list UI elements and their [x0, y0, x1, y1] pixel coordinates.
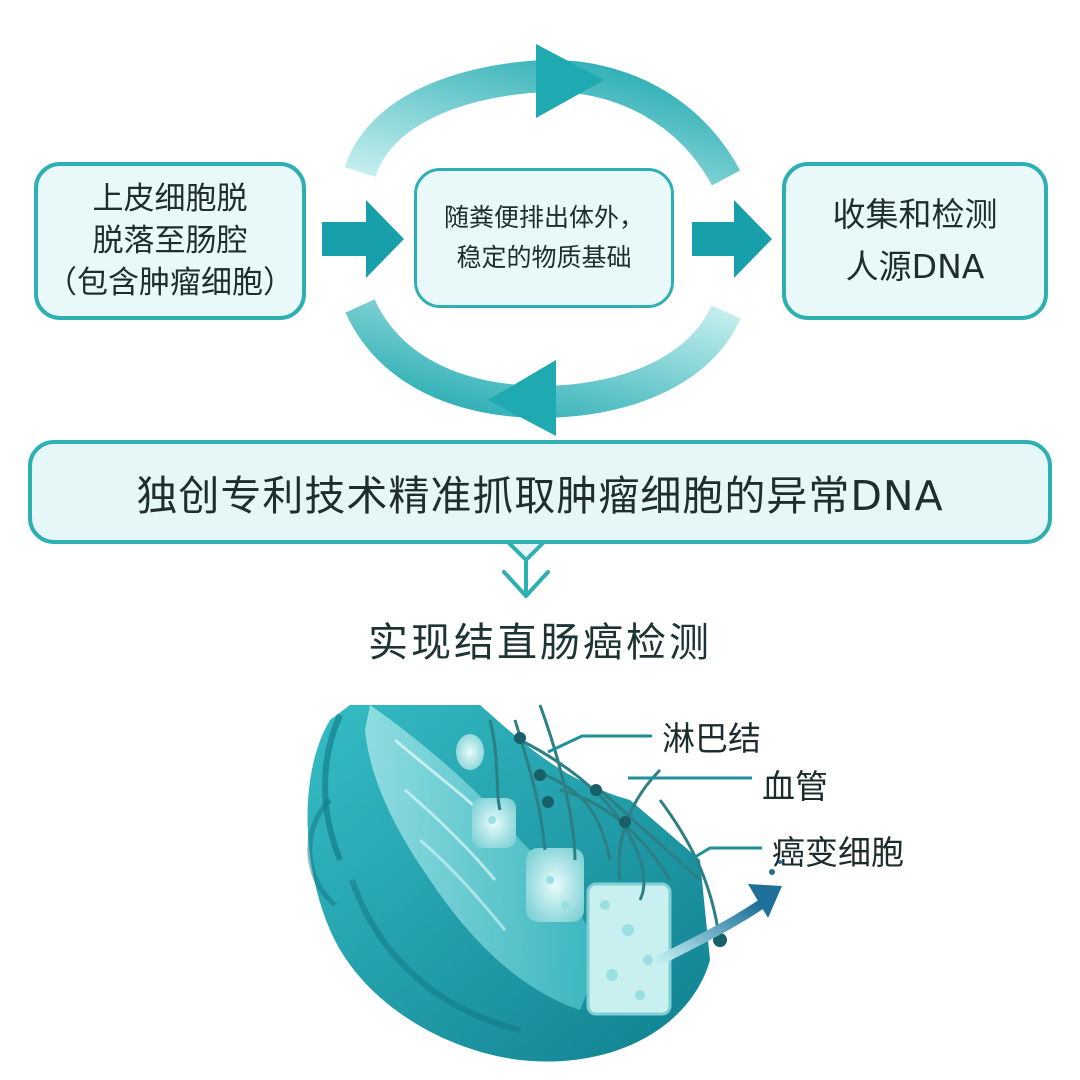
step-box-shedding: 上皮细胞脱 脱落至肠腔 （包含肿瘤细胞）	[34, 162, 306, 320]
lymph-nodes	[514, 732, 727, 947]
flow-arrow-right	[692, 200, 772, 278]
step-box-detection: 收集和检测 人源DNA	[782, 162, 1048, 320]
result-heading: 实现结直肠癌检测	[368, 620, 712, 666]
flow-arrow-left	[322, 200, 404, 278]
escape-arrow	[655, 860, 782, 965]
step-box-shedding-text: 上皮细胞脱 脱落至肠腔 （包含肿瘤细胞）	[46, 181, 294, 301]
step-box-detection-text: 收集和检测 人源DNA	[832, 195, 998, 286]
label-lymph-node: 淋巴结	[662, 719, 761, 758]
banner-connector-arrow	[502, 538, 550, 598]
cycle-arrow-bottom	[345, 298, 741, 436]
colon-illustration	[307, 704, 782, 1062]
label-blood-vessel: 血管	[762, 767, 828, 806]
technology-banner-text: 独创专利技术精准抓取肿瘤细胞的异常DNA	[136, 472, 944, 520]
technology-banner: 独创专利技术精准抓取肿瘤细胞的异常DNA	[28, 440, 1052, 544]
label-cancer-cell: 癌变细胞	[772, 833, 904, 872]
step-box-excretion: 随粪便排出体外， 稳定的物质基础	[414, 168, 674, 308]
label-leaders	[547, 734, 762, 868]
step-box-excretion-text: 随粪便排出体外， 稳定的物质基础	[443, 203, 644, 272]
tumor-growths	[456, 734, 672, 1016]
cycle-arrow-top	[344, 44, 741, 186]
